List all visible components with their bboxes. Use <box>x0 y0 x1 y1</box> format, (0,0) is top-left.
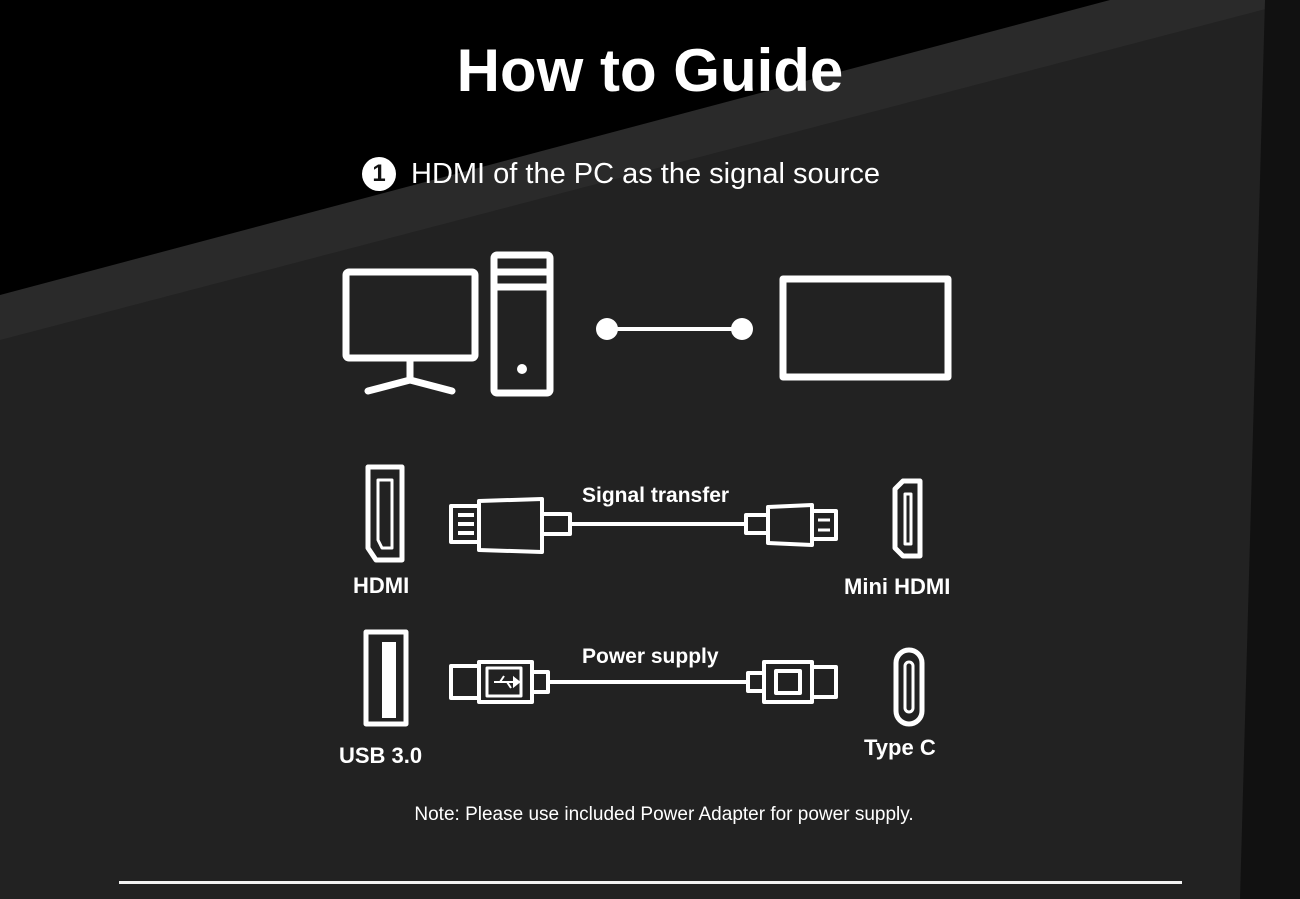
type-c-port-label: Type C <box>864 735 936 760</box>
hdmi-cable-icon <box>449 497 838 554</box>
pc-tower-power-dot <box>517 364 527 374</box>
usb-port-label: USB 3.0 <box>339 743 423 768</box>
power-supply-label: Power supply <box>582 645 719 668</box>
connection-line-icon <box>596 318 753 340</box>
step-number-badge: 1 <box>362 157 396 191</box>
hdmi-port-icon <box>365 464 405 563</box>
pc-monitor-icon <box>342 268 479 395</box>
divider <box>119 881 1182 884</box>
signal-transfer-label: Signal transfer <box>582 484 730 507</box>
power-adapter-note: Note: Please use included Power Adapter … <box>414 804 914 825</box>
mini-hdmi-port-icon <box>892 478 923 559</box>
page-title: How to Guide <box>456 37 844 104</box>
usb-port-icon <box>363 629 409 727</box>
mini-hdmi-port-label: Mini HDMI <box>844 574 951 599</box>
hdmi-port-label: HDMI <box>353 573 410 598</box>
pc-tower-icon <box>490 251 554 397</box>
step-heading: 1 HDMI of the PC as the signal source <box>362 156 880 192</box>
usb-cable-icon <box>449 660 838 704</box>
step-text: HDMI of the PC as the signal source <box>411 157 881 190</box>
usb-c-port-icon <box>893 647 925 727</box>
portable-monitor-icon <box>779 275 952 381</box>
usb-symbol-icon <box>494 675 521 689</box>
